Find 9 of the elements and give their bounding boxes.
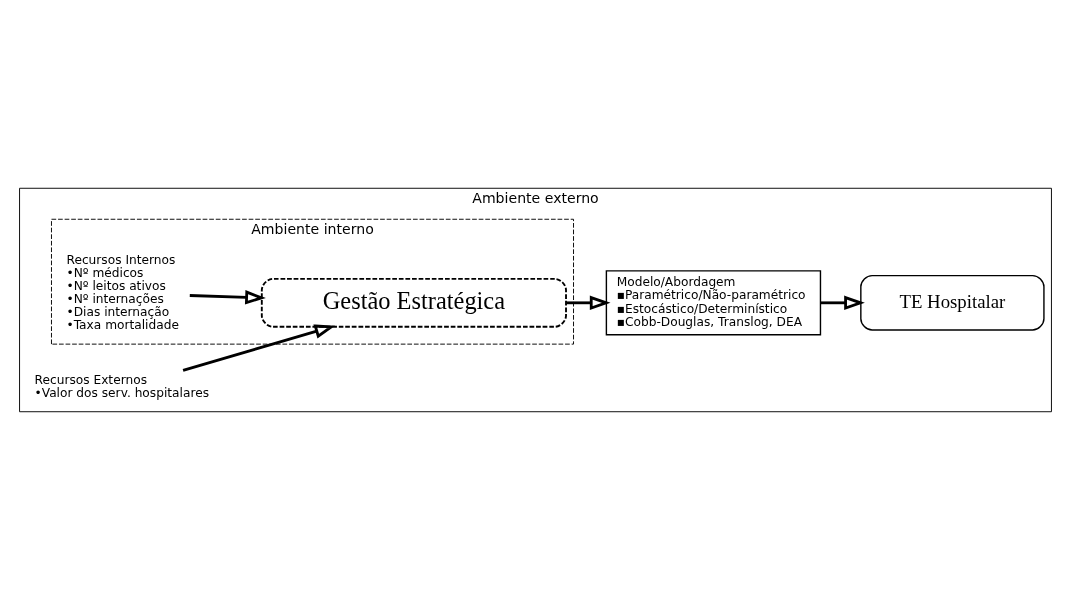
node-box: Modelo/Abordagem ▪Paramétrico/Não-paramétrico ▪Estocástico/Determinístico ▪Cobb-Douglas, Translog, DEA xyxy=(605,270,822,336)
arrow xyxy=(566,295,611,311)
node-text: Recursos Externos •Valor dos serv. hospitalares xyxy=(34,372,209,401)
node-box: Gestão Estratégica xyxy=(260,277,567,328)
arrow xyxy=(182,324,336,372)
arrow xyxy=(820,295,865,311)
node-text: Recursos Internos •Nº médicos •Nº leitos ativos •Nº internações •Dias internação •Taxa mortalidade xyxy=(66,252,179,333)
arrow xyxy=(189,290,266,305)
node-box: TE Hospitalar xyxy=(860,274,1045,331)
